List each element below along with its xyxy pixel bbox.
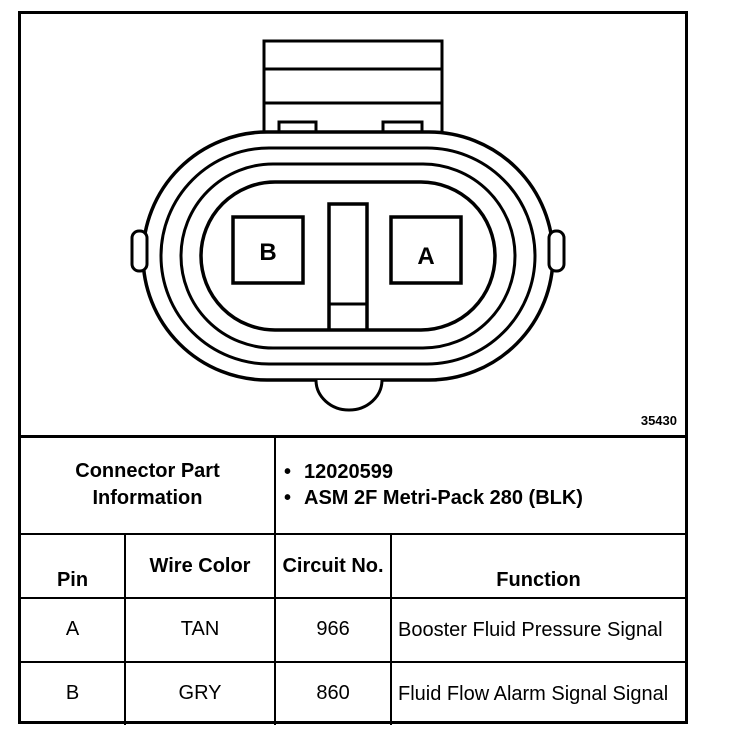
pin-cell: A (21, 596, 126, 663)
latch-top (262, 39, 444, 132)
header-pin: Pin (21, 532, 126, 599)
part-description: ASM 2F Metri-Pack 280 (BLK) (282, 485, 679, 511)
inner-cavity (199, 180, 497, 332)
header-wire-color: Wire Color (123, 532, 277, 599)
latch-tab-right (381, 120, 424, 132)
connector-table: Connector Part Information 12020599 ASM … (21, 435, 686, 725)
function-cell: Fluid Flow Alarm Signal Signal (390, 660, 686, 725)
connector-frame: B A 35430 Connector Part Information 120… (18, 11, 688, 725)
pin-cavity-a (389, 215, 463, 285)
pin-cavity-b (231, 215, 305, 285)
part-number: 12020599 (282, 459, 679, 485)
table-row: B GRY 860 Fluid Flow Alarm Signal Signal (21, 660, 686, 725)
table-header-row: Pin Wire Color Circuit No. Function (21, 532, 686, 599)
side-bump-left (130, 229, 149, 273)
table-row: A TAN 966 Booster Fluid Pressure Signal (21, 596, 686, 663)
ring-2 (159, 146, 537, 366)
bottom-key (314, 379, 384, 412)
connector-diagram: B A 35430 (21, 14, 685, 434)
function-cell: Booster Fluid Pressure Signal (390, 596, 686, 663)
wire-color-cell: TAN (123, 596, 277, 663)
pin-label-b: B (259, 239, 276, 266)
connector-info-row: Connector Part Information 12020599 ASM … (21, 435, 686, 535)
wire-color-cell: GRY (123, 660, 277, 725)
header-circuit-no: Circuit No. (274, 532, 393, 599)
circuit-cell: 966 (274, 596, 393, 663)
ring-3 (179, 162, 517, 350)
figure-number: 35430 (640, 413, 677, 428)
connector-drawing: B A (130, 39, 566, 412)
connector-part-values: 12020599 ASM 2F Metri-Pack 280 (BLK) (274, 435, 686, 535)
center-divider (327, 202, 369, 330)
circuit-cell: 860 (274, 660, 393, 725)
pin-cell: B (21, 660, 126, 725)
side-bump-right (547, 229, 566, 273)
latch-tab-left (277, 120, 318, 132)
pin-label-a: A (417, 243, 434, 270)
connector-part-label: Connector Part Information (21, 435, 277, 535)
header-function: Function (390, 532, 686, 599)
